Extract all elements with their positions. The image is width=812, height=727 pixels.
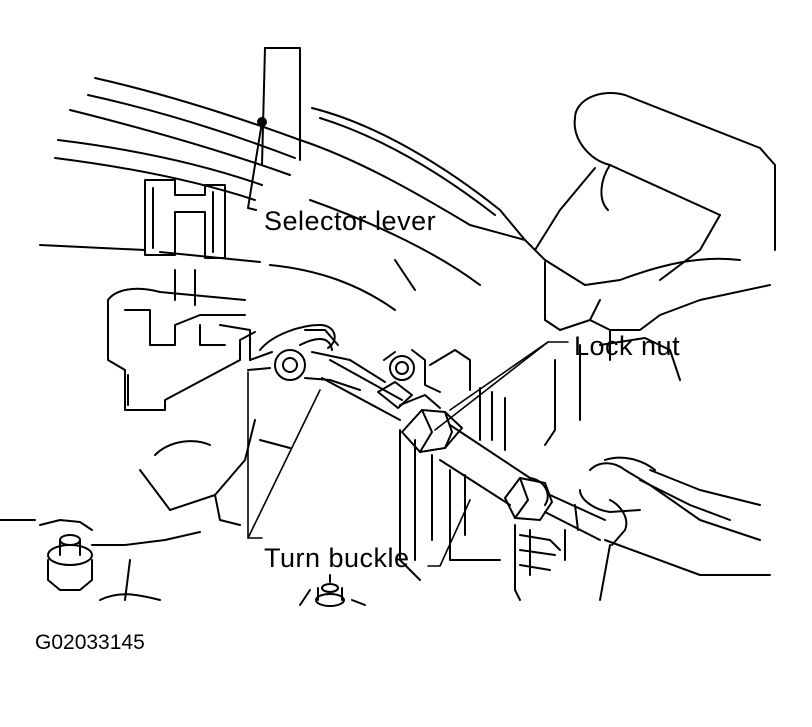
- lower-left-plate: [0, 419, 291, 526]
- right-linkage: [544, 337, 771, 601]
- clevis-cotter-pin: [247, 324, 386, 391]
- lock-nut-label: Lock nut: [574, 331, 681, 361]
- figure-id: G02033145: [35, 631, 145, 654]
- selector-lever-label: Selector lever: [264, 206, 437, 236]
- leader-lines: [247, 341, 569, 567]
- shifter-base: [107, 287, 256, 411]
- selector-lever-bracket: [144, 117, 267, 306]
- lower-bracket: [399, 387, 561, 601]
- console-housing: [39, 47, 526, 311]
- steering-column: [524, 92, 776, 361]
- pivot-bolt: [383, 349, 471, 393]
- mounting-bolt-center: [299, 574, 366, 607]
- mounting-bolt-left: [39, 519, 201, 601]
- turn-buckle-label: Turn buckle: [264, 543, 410, 573]
- turnbuckle-assembly: [321, 359, 606, 541]
